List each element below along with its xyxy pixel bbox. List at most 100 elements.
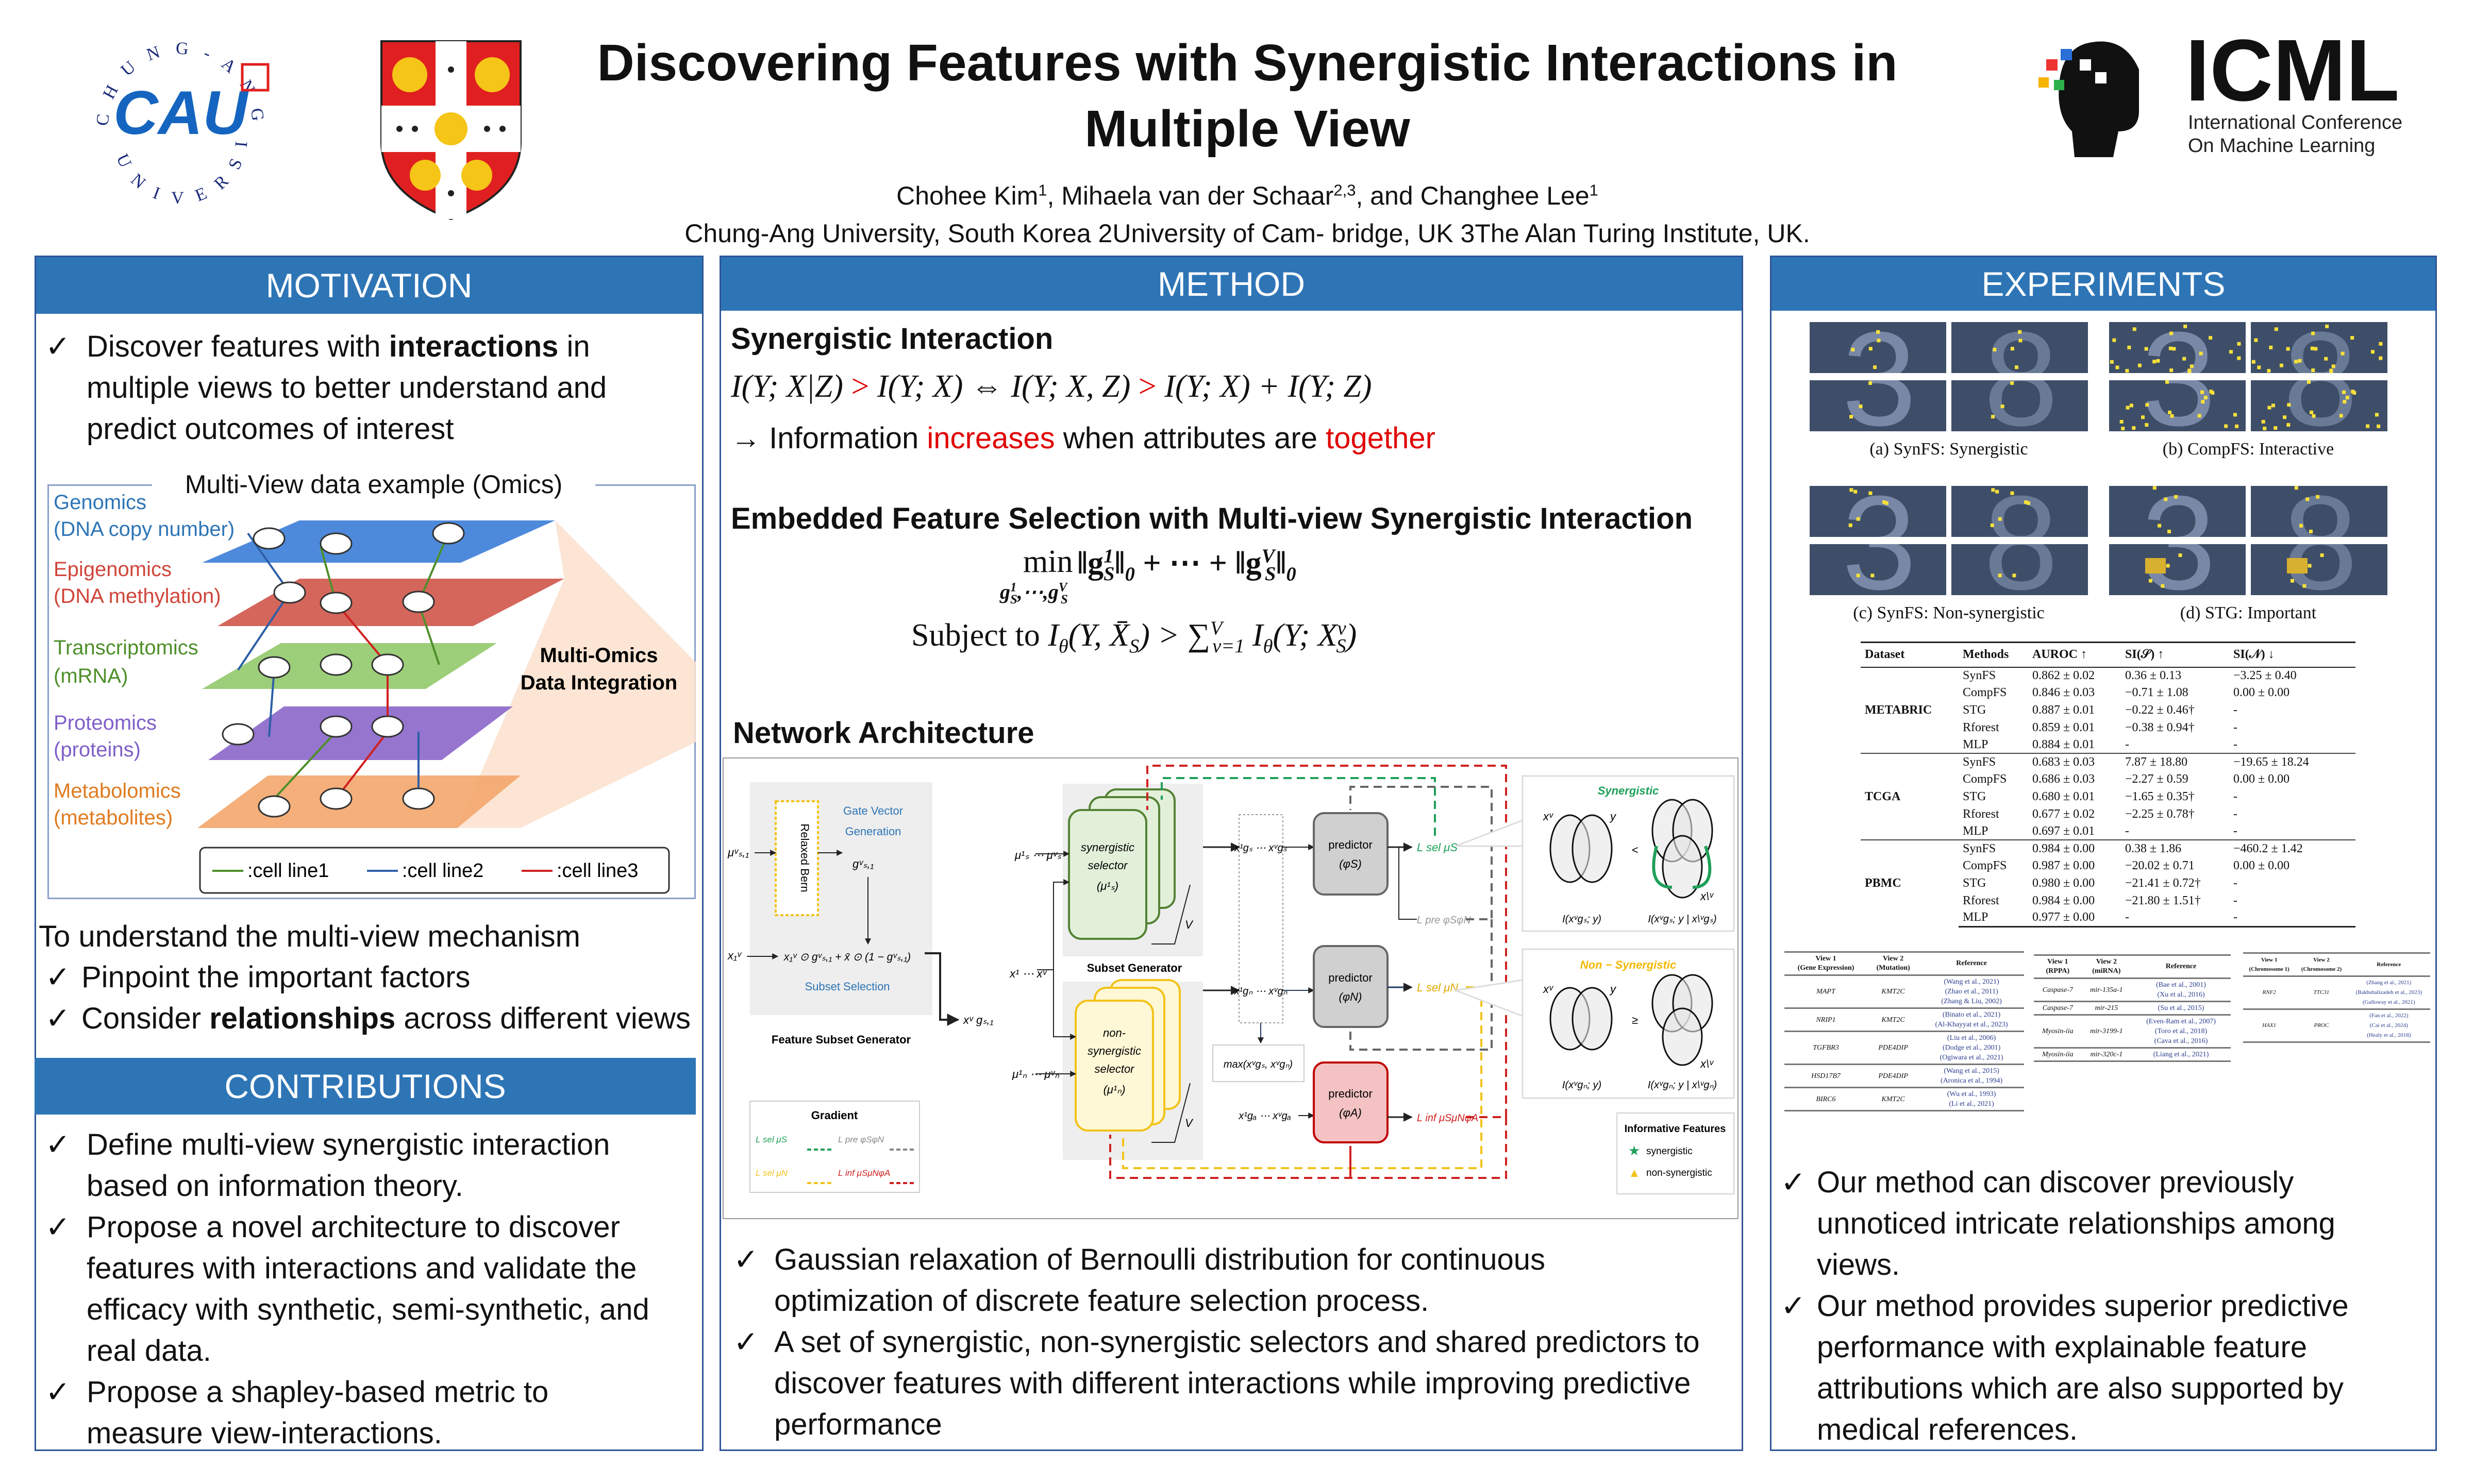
column-header: Dataset (1861, 642, 1959, 668)
omics-layer-sub: (DNA methylation) (54, 585, 221, 608)
run-text: , and Changhee Lee (1356, 181, 1590, 210)
table-cell: −19.65 ± 18.24 (2229, 753, 2355, 771)
table-cell: −0.71 ± 1.08 (2125, 686, 2188, 700)
gate-output: gᵛₛ,₁ (852, 857, 874, 870)
gene-cell: MAPT (1784, 975, 1867, 1009)
omics-layer-name: Proteomics (54, 712, 157, 734)
venn-xnv: x\ᵛ (1700, 890, 1714, 903)
feature-dot (2341, 351, 2345, 356)
reference-link[interactable]: (Bakhshalizadeh et al., 2023) (2355, 989, 2422, 996)
table-cell: MLP (1963, 824, 1988, 838)
reference-link[interactable]: (Zhao et al., 2011) (1945, 988, 1998, 996)
feature-dot (2018, 330, 2022, 334)
feature-dot (2137, 363, 2142, 367)
feature-dot (1856, 517, 1860, 521)
text-run: Propose a shapley-based metric to measur… (87, 1375, 548, 1450)
text-run: Discover features with (87, 330, 389, 363)
table-cell: SynFS (1959, 839, 2028, 858)
loss-pre: L pre φSφN (1417, 915, 1471, 926)
reference-link[interactable]: (Even-Ram et al., 2007) (2146, 1018, 2216, 1025)
gene-cell: HAX1 (2243, 1009, 2296, 1043)
feature-dot (1998, 517, 2002, 521)
run-text: ,⋯, (1017, 580, 1048, 603)
legend-label: :cell line1 (247, 860, 329, 882)
reference-link[interactable]: (Dodge et al., 2001) (1942, 1044, 2001, 1052)
reference-link[interactable]: (Bae et al., 2001) (2156, 981, 2206, 989)
reference-link[interactable]: (Aronica et al., 1994) (1941, 1077, 2003, 1085)
run-text: when attributes are (1055, 421, 1326, 455)
generation-label: Generation (845, 825, 901, 838)
reference-link[interactable]: (Ogiwara et al., 2021) (1940, 1054, 2003, 1061)
table-cell: 0.36 ± 0.13 (2125, 669, 2182, 683)
reference-link[interactable]: (Al-Khayyat et al., 2023) (1935, 1021, 2008, 1028)
reference-link[interactable]: (Healy et al., 2018) (2367, 1032, 2411, 1038)
subscript: S (1129, 635, 1140, 657)
syn-selector-l2: selector (1088, 859, 1128, 872)
reference-link[interactable]: (Binato et al., 2021) (1942, 1011, 2001, 1019)
reference-link[interactable]: (Wang et al., 2015) (1944, 1067, 1999, 1075)
venn-xv: xᵛ (1543, 810, 1554, 823)
run-text: in multiple views to better understand a… (87, 330, 607, 446)
predictor-a (1313, 1061, 1389, 1143)
reference-cell: (Wu et al., 1993) (Li et al., 2021) (1919, 1087, 2024, 1111)
feature-dot (2168, 346, 2172, 350)
feature-dot (2156, 359, 2160, 363)
reference-link[interactable]: (Xu et al., 2016) (2157, 991, 2205, 999)
gradient-item-label: L sel μS (756, 1135, 788, 1144)
x-ga: x¹gₐ ⋯ xᵛgₐ (1238, 1110, 1291, 1122)
feature-dot (1870, 574, 1875, 578)
reference-link[interactable]: (Zhang & Liu, 2002) (1941, 998, 2002, 1005)
subscript: v=1 (1212, 635, 1245, 657)
feature-dot (1990, 523, 1994, 527)
column-header: AUROC ↑ (2028, 642, 2121, 668)
reference-link[interactable]: (Zhang et al., 2021) (2366, 980, 2412, 986)
table-cell: Rforest (1963, 807, 1999, 821)
column-header: View 2(miRNA) (2081, 954, 2132, 979)
reference-link[interactable]: (Fan et al., 2022) (2369, 1013, 2409, 1019)
reference-link[interactable]: (Cai et al., 2024) (2369, 1022, 2408, 1028)
header-line: Reference (2165, 963, 2197, 970)
check-icon: ✓ (45, 1002, 71, 1035)
run-text: Gaussian relaxation of Bernoulli distrib… (774, 1243, 1545, 1318)
reference-link[interactable]: (Li et al., 2021) (1949, 1100, 1994, 1108)
reference-link[interactable]: (Cava et al., 2016) (2154, 1037, 2208, 1045)
feature-dot (2267, 406, 2271, 410)
omics-layer-name: Epigenomics (54, 558, 172, 581)
figure-caption: (d) STG: Important (2180, 603, 2317, 622)
omics-layer-sub: (DNA copy number) (54, 518, 235, 541)
run-text: g (1048, 580, 1059, 603)
table-cell: CompFS (1963, 859, 2007, 873)
reference-link[interactable]: (Su et al., 2015) (2158, 1004, 2204, 1012)
feature-dot (2169, 331, 2174, 335)
reference-cell: (Bae et al., 2001) (Xu et al., 2016) (2131, 978, 2231, 1002)
objective: min g1S,⋯,gVS ‖g1S‖0 + ⋯ + ‖gVS‖0 (1000, 544, 1412, 616)
reference-link[interactable]: (Galloway et al., 2021) (2362, 999, 2415, 1005)
feature-dot (2168, 410, 2172, 414)
reference-link[interactable]: (Toro et al., 2018) (2154, 1027, 2208, 1035)
integration-label: Multi-Omics (540, 644, 658, 667)
table-cell: 0.984 ± 0.00 (2032, 893, 2095, 907)
text-run: I(Y; X|Z) (731, 369, 851, 404)
feature-dot (2316, 495, 2320, 499)
run-text: together (1326, 421, 1435, 455)
reference-link[interactable]: (Liu et al., 2006) (1947, 1034, 1996, 1042)
reference-link[interactable]: (Wang et al., 2021) (1944, 978, 1999, 986)
gene-cell: HSD17B7 (1784, 1064, 1867, 1088)
run-text: Consider (81, 1002, 210, 1035)
feature-dot (2305, 497, 2310, 501)
feature-dot (2379, 342, 2383, 346)
reference-link[interactable]: (Liang et al., 2021) (2153, 1051, 2209, 1058)
network-heading: Network Architecture (733, 716, 1034, 750)
feature-dot (2201, 400, 2205, 404)
cau-logo: C H U N G - A N G U N I V E R S I T Y CA… (69, 8, 283, 214)
feature-dot (2165, 380, 2169, 384)
feature-dot (2115, 365, 2119, 369)
table-cell: Rforest (1963, 720, 1999, 734)
reference-link[interactable]: (Wu et al., 1993) (1947, 1090, 1996, 1098)
